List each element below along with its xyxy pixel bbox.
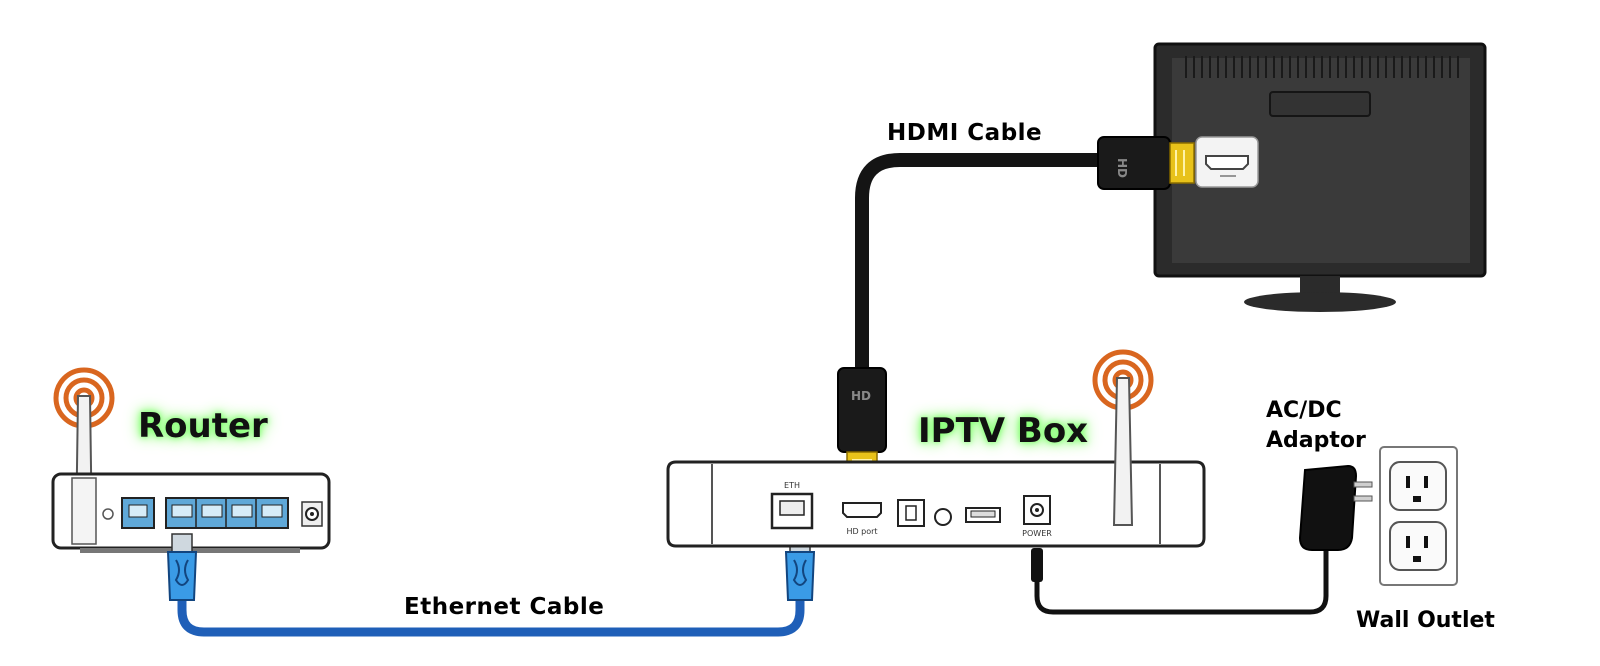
wall-outlet [1379,446,1458,586]
wall-outlet-socket-bottom [1389,521,1447,571]
router-antenna-base [71,477,97,545]
hdmi-cable-wire [855,153,1107,379]
wall-outlet-socket-top [1389,461,1447,511]
ethernet-plug-router [166,533,198,601]
hdmi-plug-box-hd-mark: HD [851,389,871,403]
hdmi-plug-tv-hd-mark: HD [1115,158,1129,178]
iptv-box-hd-port-label: HD port [846,527,877,536]
iptv-box-power-label: POWER [1022,529,1052,538]
power-plug-box [1031,548,1043,582]
adaptor-prong-bottom [1353,495,1373,502]
television [1153,42,1487,312]
adaptor-body [1298,464,1358,551]
adaptor-prong-top [1353,481,1373,488]
tv-hdmi-port [1195,136,1259,188]
iptv-box-av-jack [934,508,952,526]
tv-vent-grille [1185,56,1459,78]
iptv-box-optical-port [897,499,925,527]
wall-outlet-label: Wall Outlet [1356,608,1495,633]
power-cable [1031,548,1329,615]
hdmi-cable-label: HDMI Cable [887,120,1043,146]
ac-dc-adaptor [1298,464,1373,551]
router-led [102,508,114,520]
iptv-box-antenna [1112,377,1134,526]
router [51,367,331,553]
router-wan-port [121,497,155,529]
iptv-box-eth-label: ETH [784,481,800,490]
hdmi-plug-box: HD [837,367,887,477]
ethernet-cable-label: Ethernet Cable [404,594,605,620]
power-cable-wire [1034,548,1329,615]
tv-rear-panel [1269,91,1371,117]
hdmi-cable: HD HD [837,136,1195,477]
router-label: Router [138,406,268,446]
adaptor-label: AC/DC Adaptor [1266,396,1366,456]
iptv-box-power-port: POWER [1022,495,1052,538]
tv-stand-neck [1300,276,1340,294]
hdmi-plug-tv: HD [1097,136,1195,190]
router-lan-ports [165,497,289,529]
router-power-jack [301,501,323,527]
iptv-box: ETH HD port POWER [666,349,1206,548]
iptv-box-usb-port [965,507,1001,523]
iptv-box-label: IPTV Box [918,411,1089,451]
adaptor-label-line1: AC/DC [1266,398,1342,423]
tv-stand-base [1244,292,1396,312]
iptv-box-hdmi-port: HD port [842,502,882,536]
adaptor-label-line2: Adaptor [1266,428,1366,453]
ethernet-cable-wire [177,595,805,637]
iptv-box-eth-port: ETH [770,481,814,530]
